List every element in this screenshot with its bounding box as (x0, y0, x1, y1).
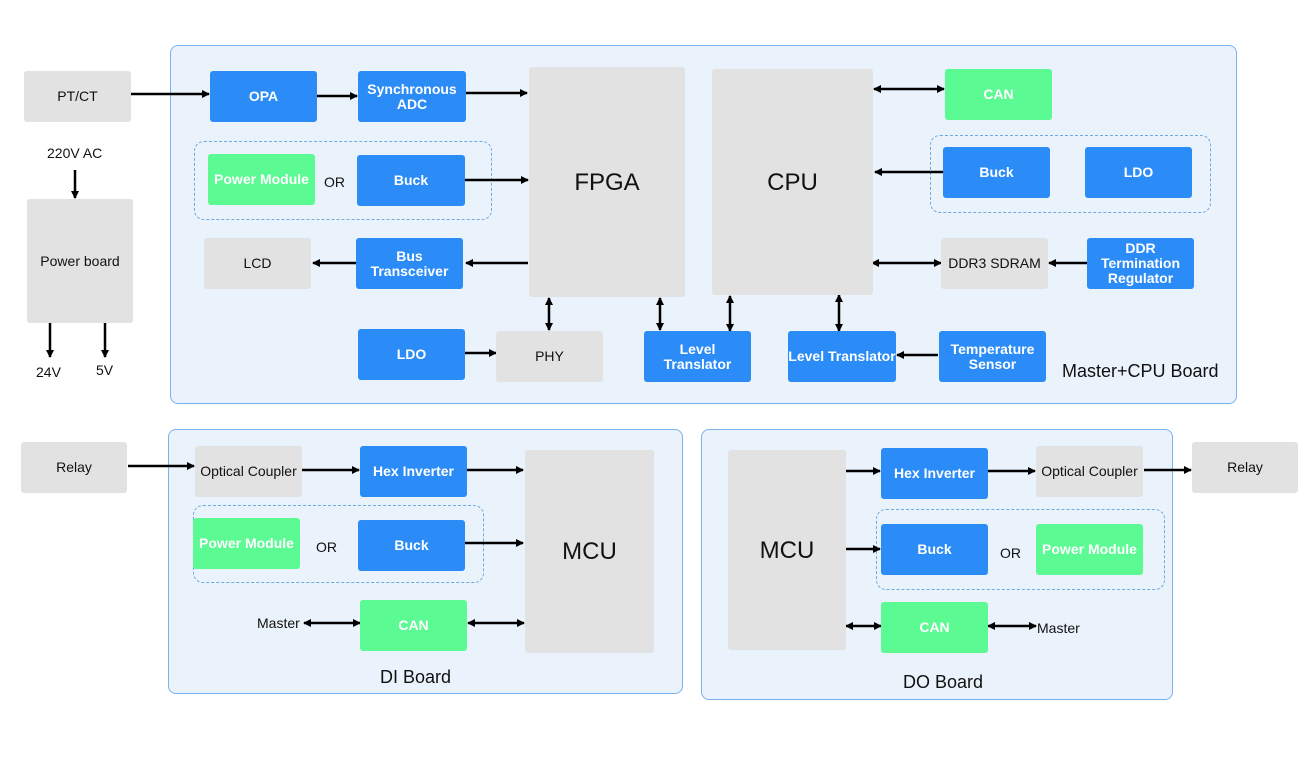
level-translator-cpu-block: Level Translator (788, 331, 896, 382)
master-buck-block: Buck (357, 155, 465, 206)
do-can-block: CAN (881, 602, 988, 653)
di-board-title: DI Board (380, 667, 452, 687)
do-board-title: DO Board (903, 672, 984, 692)
temperature-sensor-block: Temperature Sensor (939, 331, 1046, 382)
relay-output-block: Relay (1192, 442, 1298, 493)
do-buck-block: Buck (881, 524, 988, 575)
synchronous-adc-block: Synchronous ADC (358, 71, 466, 122)
relay-input-block: Relay (21, 442, 127, 493)
di-master-label: Master (257, 615, 300, 631)
output-24v-label: 24V (36, 364, 61, 380)
di-can-block: CAN (360, 600, 467, 651)
cpu-block: CPU (712, 69, 873, 295)
do-mcu-block: MCU (728, 450, 846, 650)
di-optical-coupler-block: Optical Coupler (195, 446, 302, 497)
do-master-label: Master (1037, 620, 1080, 636)
di-mcu-block: MCU (525, 450, 654, 653)
output-5v-label: 5V (96, 362, 114, 378)
power-board-block: Power board (27, 199, 133, 323)
master-or-label: OR (324, 174, 345, 190)
master-ldo-block: LDO (358, 329, 465, 380)
di-power-module-block: Power Module (193, 518, 300, 569)
do-power-module-block: Power Module (1036, 524, 1143, 575)
cpu-buck-block: Buck (943, 147, 1050, 198)
do-hex-inverter-block: Hex Inverter (881, 448, 988, 499)
fpga-block: FPGA (529, 67, 685, 297)
do-or-label: OR (1000, 545, 1021, 561)
ptct-block: PT/CT (24, 71, 131, 122)
master-power-module-block: Power Module (208, 154, 315, 205)
level-translator-fpga-block: Level Translator (644, 331, 751, 382)
master-cpu-power-group (930, 135, 1211, 213)
di-or-label: OR (316, 539, 337, 555)
lcd-block: LCD (204, 238, 311, 289)
ac-input-label: 220V AC (47, 145, 103, 161)
bus-transceiver-block: Bus Transceiver (356, 238, 463, 289)
ddr-termination-regulator-block: DDR Termination Regulator (1087, 238, 1194, 289)
do-optical-coupler-block: Optical Coupler (1036, 446, 1143, 497)
di-hex-inverter-block: Hex Inverter (360, 446, 467, 497)
ddr3-sdram-block: DDR3 SDRAM (941, 238, 1048, 289)
phy-block: PHY (496, 331, 603, 382)
master-can-block: CAN (945, 69, 1052, 120)
di-buck-block: Buck (358, 520, 465, 571)
opa-block: OPA (210, 71, 317, 122)
master-cpu-board-title: Master+CPU Board (1062, 361, 1219, 381)
cpu-ldo-block: LDO (1085, 147, 1192, 198)
